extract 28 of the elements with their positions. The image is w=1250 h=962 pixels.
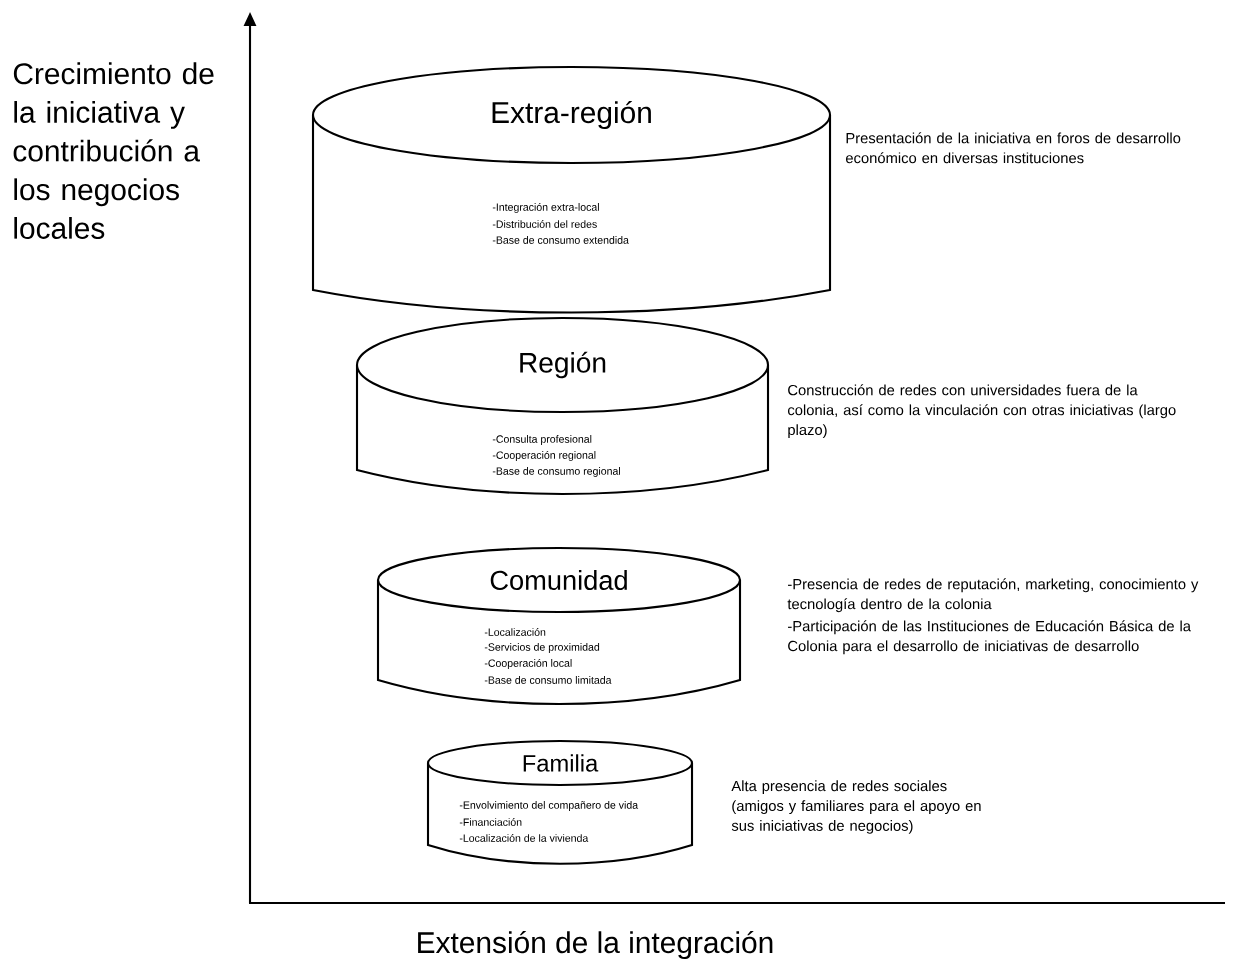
description-text: -Presencia de redes de reputación, marketing, conocimiento y tecnología dentro de la colonia	[787, 578, 1199, 613]
description-text: Presentación de la iniciativa en foros de desarrollo económico en diversas instituciones	[846, 132, 1181, 164]
bullet-item: -Localización	[484, 628, 546, 636]
cylinder	[355, 316, 770, 496]
bullet-item: -Distribución del redes	[492, 220, 597, 228]
description-text: Alta presencia de redes sociales (amigos y familiares para el apoyo en sus iniciativas de negocios)	[731, 780, 981, 834]
bullet-item: -Consulta profesional	[492, 435, 592, 445]
cylinder-title: Extra-región	[492, 100, 651, 130]
description-text: -Participación de las Instituciones de Educación Básica de la Colonia para el desarrollo de iniciativas de desarrollo	[788, 620, 1191, 655]
bullet-item: -Integración extra-local	[492, 203, 599, 213]
cylinder	[376, 546, 742, 706]
bullet-item: -Servicios de proximidad	[484, 643, 600, 653]
cylinder-title: Comunidad	[490, 570, 627, 590]
axis-label: Extensión de la integración	[418, 930, 773, 960]
cylinder	[311, 65, 832, 314]
axis-label: Crecimiento de la iniciativa y contribución a los negocios locales	[13, 62, 214, 239]
bullet-item: -Cooperación regional	[492, 451, 596, 461]
bullet-item: -Financiación	[459, 818, 522, 826]
cylinder-title: Familia	[523, 754, 599, 772]
bullet-item: -Base de consumo limitada	[484, 676, 612, 684]
bullet-item: -Envolvimiento del compañero de vida	[459, 801, 639, 811]
cylinder-title: Región	[520, 351, 606, 379]
bullet-item: -Base de consumo regional	[492, 467, 620, 477]
description-text: Construcción de redes con universidades fuera de la colonia, así como la vinculación con otras iniciativas (largo plazo)	[788, 384, 1176, 438]
bullet-item: -Localización de la vivienda	[459, 834, 589, 842]
cylinder	[426, 739, 694, 865]
bullet-item: -Cooperación local	[484, 659, 572, 669]
bullet-item: -Base de consumo extendida	[492, 236, 629, 244]
